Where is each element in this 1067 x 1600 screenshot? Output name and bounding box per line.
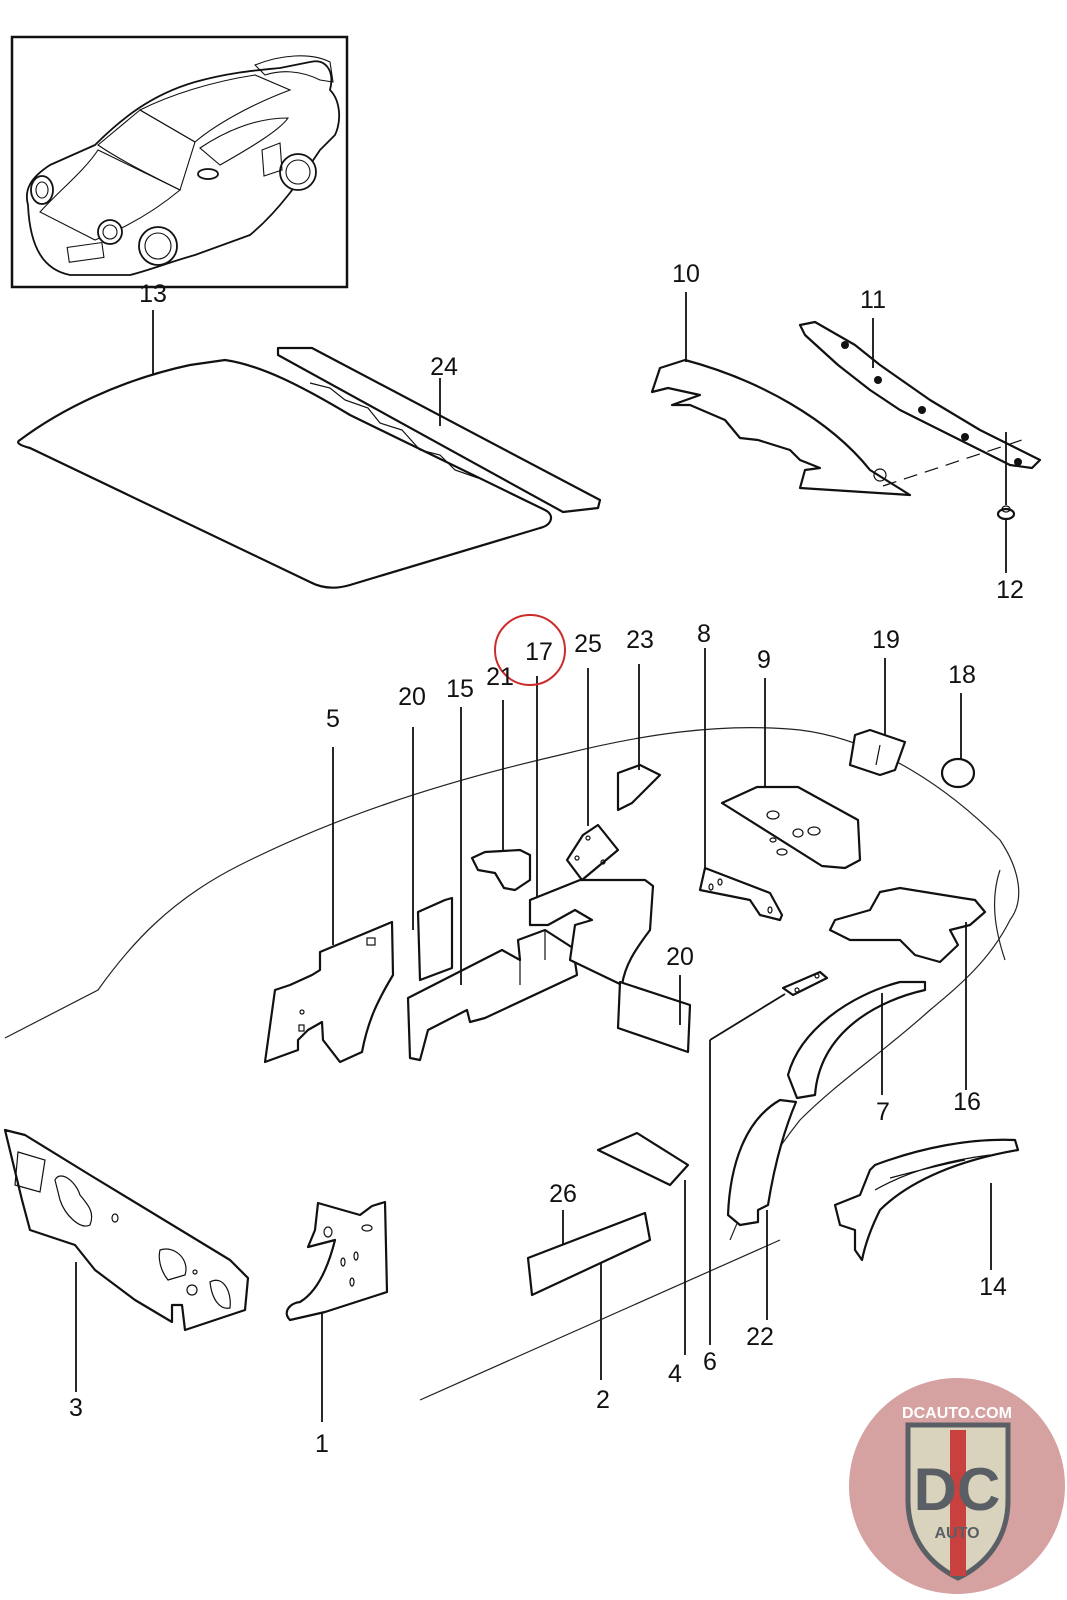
part-6-strip[interactable] [781,970,829,997]
callout-18[interactable]: 18 [948,661,976,689]
highlight-circle [494,614,566,686]
callout-23[interactable]: 23 [626,626,654,654]
vehicle-body-outline [4,727,1020,1401]
part-21-foam-wedge[interactable] [470,848,532,892]
callout-21[interactable]: 21 [486,663,514,691]
part-3-firewall-insulation[interactable] [3,1128,250,1332]
callout-13[interactable]: 13 [139,280,167,308]
car-overview-icon [26,55,341,276]
callout-17[interactable]: 17 [525,638,553,666]
callout-5[interactable]: 5 [326,705,340,733]
part-23-pad[interactable] [616,763,662,812]
part-22-foam-arch[interactable] [726,1098,798,1227]
part-13-headliner[interactable] [17,358,553,589]
callout-6[interactable]: 6 [703,1348,717,1376]
callout-26[interactable]: 26 [549,1180,577,1208]
part-17-foam-insert[interactable] [528,878,655,987]
part-20-pad-left[interactable] [416,896,454,982]
logo-stripe [950,1430,966,1576]
callout-16[interactable]: 16 [953,1088,981,1116]
callout-2[interactable]: 2 [596,1386,610,1414]
part-12-nut[interactable] [996,505,1016,521]
part-10-insulation-panel[interactable] [650,358,912,497]
part-15-foam-block[interactable] [406,928,579,1062]
part-25-clip-plate[interactable] [565,823,620,882]
part-8-bracket[interactable] [698,866,784,922]
callout-12[interactable]: 12 [996,576,1024,604]
callout-3[interactable]: 3 [69,1394,83,1422]
part-9-perforated-pad[interactable] [720,785,862,870]
callout-15[interactable]: 15 [446,675,474,703]
callout-14[interactable]: 14 [979,1273,1007,1301]
part-5-side-panel[interactable] [263,920,395,1064]
callout-24[interactable]: 24 [430,353,458,381]
callout-25[interactable]: 25 [574,630,602,658]
part-7-arch-pad[interactable] [786,980,927,1100]
part-4-pad[interactable] [596,1131,690,1187]
callout-20-left[interactable]: 20 [398,683,426,711]
callout-11[interactable]: 11 [860,286,886,314]
part-14-wheelhouse-liner[interactable] [833,1138,1020,1262]
callout-7[interactable]: 7 [876,1098,890,1126]
callout-10[interactable]: 10 [672,260,700,288]
part-11-bracket[interactable] [798,320,1042,470]
callout-1[interactable]: 1 [315,1430,329,1458]
dcauto-logo: DCAUTO.COM DC AUTO [849,1378,1065,1594]
part-16-insulation[interactable] [828,886,987,964]
part-2-foam-block[interactable] [526,1211,652,1297]
vehicle-thumbnail[interactable] [10,35,349,289]
callout-19[interactable]: 19 [872,626,900,654]
part-1-bulkhead-pad[interactable] [285,1200,389,1322]
callout-8[interactable]: 8 [697,620,711,648]
part-18-round-pad[interactable] [940,757,976,789]
logo-bottom-text: AUTO [934,1525,979,1542]
logo-top-text: DCAUTO.COM [902,1405,1012,1422]
part-24-trim-strip[interactable] [276,346,602,514]
part-19-pad[interactable] [848,728,907,777]
callout-20-right[interactable]: 20 [666,943,694,971]
callout-9[interactable]: 9 [757,646,771,674]
callout-labels: 13 24 10 11 12 17 25 23 8 9 19 18 21 15 … [69,260,1024,1458]
part-20-pad-right[interactable] [616,980,692,1054]
logo-mark-text: DC [914,1456,1001,1523]
callout-4[interactable]: 4 [668,1360,682,1388]
callout-22[interactable]: 22 [746,1323,774,1351]
